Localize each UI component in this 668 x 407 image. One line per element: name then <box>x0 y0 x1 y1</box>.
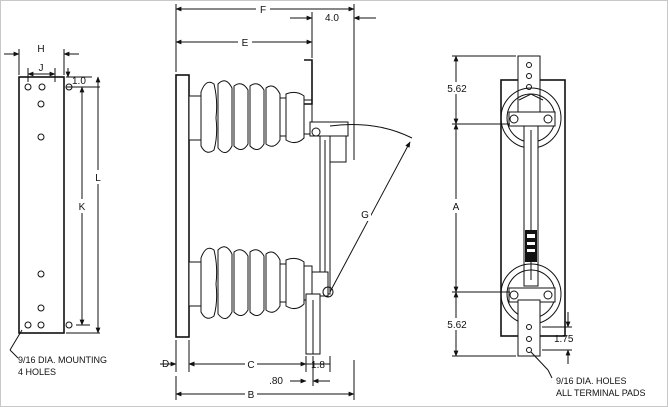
swing-arc <box>329 124 413 139</box>
dim-k-label: K <box>79 202 86 213</box>
mounting-hole <box>37 100 45 108</box>
dim-1-75-label: 1.75 <box>554 334 574 345</box>
dim-j-label: J <box>39 63 44 74</box>
dim-1-8-label: 1.8 <box>311 360 325 371</box>
dim-0-80-label: .80 <box>269 376 283 387</box>
mounting-hole <box>37 270 45 278</box>
dim-1-0-label: 1.0 <box>72 76 86 87</box>
dim-d-label: D <box>162 359 169 370</box>
mounting-hole <box>37 321 45 329</box>
lower-insulator <box>188 246 313 319</box>
lower-hinge <box>311 271 329 297</box>
mounting-channel <box>175 74 190 338</box>
front-elevation-view: 5.62 A 5.62 1.75 9/16 DIA. HOLES ALL TER… <box>444 55 646 398</box>
mounting-hole <box>24 83 32 91</box>
dim-f-label: F <box>260 5 266 16</box>
hinge-pivot <box>322 286 334 298</box>
mounting-holes-note-line1: 9/16 DIA. MOUNTING <box>18 355 107 365</box>
mounting-plate <box>18 76 65 334</box>
dim-5-62-bottom-label: 5.62 <box>447 320 467 331</box>
upper-hook <box>304 59 313 105</box>
side-elevation-view: G F 4.0 E D C 1.8 .80 <box>160 3 413 401</box>
top-terminal-pad <box>517 55 541 117</box>
upper-clamp <box>327 135 347 163</box>
mounting-hole <box>24 321 32 329</box>
dim-h-label: H <box>37 44 44 55</box>
dim-5-62-top-label: 5.62 <box>447 84 467 95</box>
mounting-hole <box>37 304 45 312</box>
mounting-hole <box>38 83 46 91</box>
upper-insulator <box>188 80 313 153</box>
bottom-terminal-pad <box>517 299 541 357</box>
upper-contact-arms <box>518 93 544 101</box>
mounting-holes-note-line2: 4 HOLES <box>18 367 56 377</box>
mounting-plate-view: H J 1.0 L K 9/16 DIA. MOUNTING 4 HOLES <box>4 44 107 377</box>
dim-a-label: A <box>453 202 460 213</box>
dim-e-label: E <box>242 38 249 49</box>
dim-l-label: L <box>95 173 101 184</box>
dim-4-0-label: 4.0 <box>325 13 339 24</box>
dim-g-label: G <box>361 210 369 221</box>
terminal-holes-note-line1: 9/16 DIA. HOLES <box>556 376 627 386</box>
mounting-hole <box>65 321 73 329</box>
dim-b-label: B <box>248 390 255 401</box>
terminal-holes-note-line2: ALL TERMINAL PADS <box>556 388 646 398</box>
mounting-hole <box>37 133 45 141</box>
dim-c-label: C <box>247 360 254 371</box>
upper-contact <box>309 121 349 137</box>
